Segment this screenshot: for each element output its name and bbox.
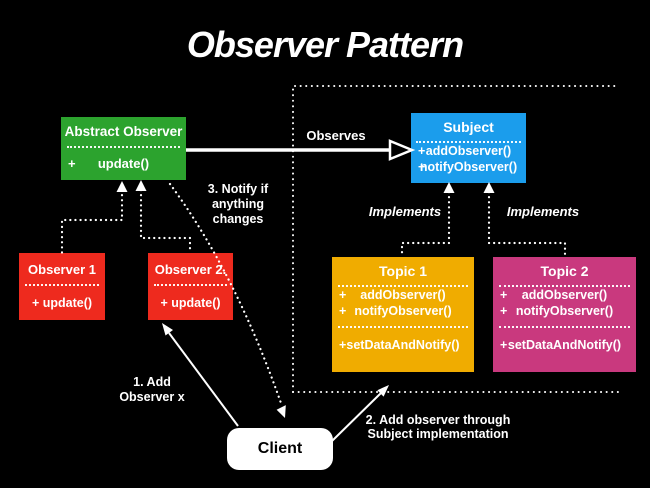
plus-sign: + (339, 338, 347, 352)
topic1-subject-arrowhead (443, 182, 455, 193)
method-label: + update() (160, 296, 221, 310)
abstract-observer-method-row: + update() (61, 156, 186, 171)
observes-label: Observes (306, 128, 366, 143)
add-observer-label: 1. Add Observer x (112, 375, 192, 405)
topic2-subject-arrowhead (483, 182, 495, 193)
separator (499, 326, 630, 328)
method-label: addObserver() (425, 144, 512, 158)
observer1-abstract-connector (60, 188, 124, 255)
subject-title: Subject (443, 119, 494, 135)
add-through-subject-label: 2. Add observer through Subject implemen… (360, 413, 516, 441)
topic1-title: Topic 1 (379, 263, 427, 279)
topic2-title: Topic 2 (540, 263, 589, 279)
plus-sign: + (68, 156, 76, 171)
plus-sign: + (418, 144, 426, 158)
observes-arrowhead (388, 139, 416, 161)
client-label: Client (257, 440, 303, 457)
plus-sign: + (500, 288, 508, 302)
topic1-box: Topic 1 + addObserver() + notifyObserver… (332, 257, 474, 372)
observer2-abstract-arrowhead (135, 180, 147, 191)
observer2-method-row: + update() (148, 296, 233, 310)
client-observer2-arrowhead (162, 323, 173, 336)
topic1-method-row: + setDataAndNotify() (332, 337, 474, 353)
abstract-observer-title: Abstract Observer (64, 124, 183, 139)
separator (25, 284, 99, 286)
topic1-subject-connector (400, 190, 451, 259)
method-label: update() (97, 156, 150, 171)
notify-label-line2: anything (211, 197, 265, 211)
observer1-method-row: + update() (19, 296, 105, 310)
plus-sign: + (500, 338, 508, 352)
method-label: notifyObserver() (354, 304, 452, 318)
method-label: addObserver() (521, 288, 608, 302)
topic2-method-row: + setDataAndNotify() (493, 337, 636, 353)
subject-method-row: + addObserver() (411, 143, 526, 159)
implements-right-label: Implements (506, 204, 580, 219)
subject-method-row: + notifyObserver() (411, 159, 526, 175)
topic2-subject-connector (487, 190, 567, 259)
method-label: + update() (31, 296, 93, 310)
separator (154, 284, 227, 286)
subject-box: Subject + addObserver() + notifyObserver… (411, 113, 526, 183)
method-label: notifyObserver() (515, 304, 614, 318)
plus-sign: + (339, 304, 347, 318)
plus-sign: + (339, 288, 347, 302)
topic1-method-row: + notifyObserver() (332, 303, 474, 319)
notify-label: 3. Notify if anything changes (200, 182, 276, 227)
notify-label-line3: changes (212, 212, 264, 226)
observer1-title: Observer 1 (28, 262, 96, 277)
add-through-subject-line1: 2. Add observer through (365, 413, 511, 427)
separator (338, 326, 468, 328)
topic2-method-row: + notifyObserver() (493, 303, 636, 319)
add-through-subject-line2: Subject implementation (367, 427, 509, 441)
topic2-method-row: + addObserver() (493, 287, 636, 303)
method-label: notifyObserver() (419, 160, 518, 174)
observer1-abstract-arrowhead (116, 181, 128, 192)
add-observer-label-line1: 1. Add (133, 375, 171, 389)
observer2-title: Observer 2. (154, 262, 227, 277)
implements-left-label: Implements (368, 204, 442, 219)
notify-arrowhead (276, 405, 286, 418)
client-box: Client (227, 428, 333, 470)
topic2-box: Topic 2 + addObserver() + notifyObserver… (493, 257, 636, 372)
plus-sign: + (418, 160, 426, 174)
topic1-method-row: + addObserver() (332, 287, 474, 303)
client-subject-arrowhead (377, 385, 389, 397)
method-label: setDataAndNotify() (507, 338, 622, 352)
abstract-observer-box: Abstract Observer + update() (61, 117, 186, 180)
observer1-box: Observer 1 + update() (19, 253, 105, 320)
method-label: setDataAndNotify() (346, 338, 460, 352)
notify-label-line1: 3. Notify if (207, 182, 269, 196)
separator (67, 146, 180, 148)
add-observer-label-line2: Observer x (119, 390, 185, 404)
page-title: Observer Pattern (186, 24, 464, 65)
plus-sign: + (500, 304, 508, 318)
method-label: addObserver() (360, 288, 446, 302)
observer2-abstract-connector (139, 188, 192, 255)
observer2-box: Observer 2. + update() (148, 253, 233, 320)
